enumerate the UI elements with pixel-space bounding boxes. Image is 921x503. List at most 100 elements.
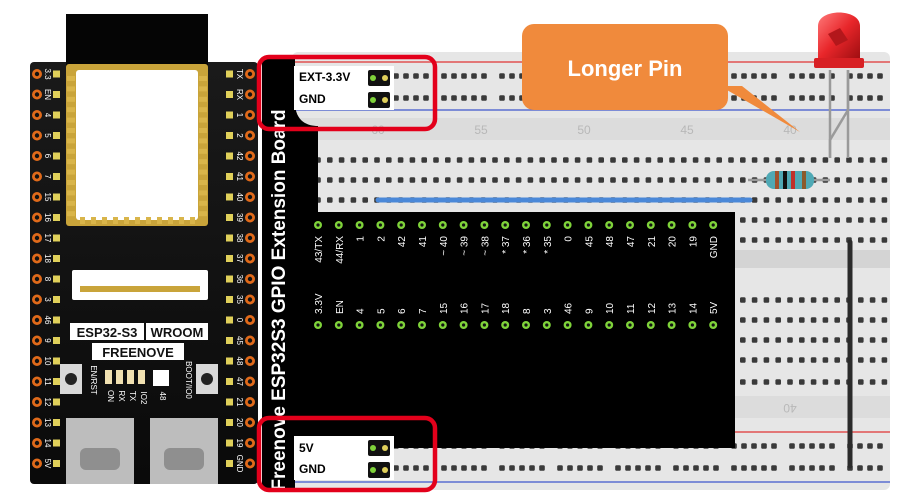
breadboard-hole[interactable] <box>799 379 805 385</box>
rail-hole[interactable] <box>567 465 573 471</box>
breadboard-hole[interactable] <box>692 157 699 163</box>
rail-hole[interactable] <box>809 73 815 79</box>
breadboard-hole[interactable] <box>810 157 817 163</box>
breadboard-hole[interactable] <box>775 237 781 243</box>
breadboard-hole[interactable] <box>810 379 817 385</box>
rail-hole[interactable] <box>829 465 835 471</box>
rail-hole[interactable] <box>481 95 487 101</box>
breadboard-hole[interactable] <box>504 157 510 163</box>
reset-button[interactable] <box>65 373 77 385</box>
breadboard-hole[interactable] <box>763 297 770 303</box>
breadboard-hole[interactable] <box>775 379 781 385</box>
breadboard-hole[interactable] <box>445 157 451 163</box>
rail-hole[interactable] <box>471 73 477 79</box>
breadboard-hole[interactable] <box>740 337 746 343</box>
breadboard-hole[interactable] <box>763 337 770 343</box>
breadboard-hole[interactable] <box>787 297 793 303</box>
breadboard-hole[interactable] <box>716 177 722 183</box>
breadboard-hole[interactable] <box>810 297 817 303</box>
rail-hole[interactable] <box>819 443 825 449</box>
breadboard-hole[interactable] <box>397 157 404 163</box>
breadboard-hole[interactable] <box>574 157 581 163</box>
breadboard-hole[interactable] <box>515 177 522 183</box>
breadboard-hole[interactable] <box>787 317 793 323</box>
breadboard-hole[interactable] <box>669 157 675 163</box>
breadboard-hole[interactable] <box>775 197 781 203</box>
breadboard-hole[interactable] <box>763 157 770 163</box>
rail-hole[interactable] <box>877 465 883 471</box>
breadboard-hole[interactable] <box>858 337 864 343</box>
rail-hole[interactable] <box>751 443 757 449</box>
breadboard-hole[interactable] <box>468 177 475 183</box>
breadboard-hole[interactable] <box>338 197 345 203</box>
rail-hole[interactable] <box>471 465 477 471</box>
breadboard-hole[interactable] <box>763 237 770 243</box>
rail-hole[interactable] <box>809 465 815 471</box>
rail-hole[interactable] <box>423 465 429 471</box>
breadboard-hole[interactable] <box>834 157 840 163</box>
rail-hole[interactable] <box>423 95 429 101</box>
rail-hole[interactable] <box>761 73 767 79</box>
breadboard-hole[interactable] <box>799 237 805 243</box>
breadboard-hole[interactable] <box>704 157 711 163</box>
rail-hole[interactable] <box>857 73 863 79</box>
rail-hole[interactable] <box>509 95 515 101</box>
breadboard-hole[interactable] <box>881 217 888 223</box>
rail-hole[interactable] <box>799 95 805 101</box>
rail-hole[interactable] <box>403 465 409 471</box>
breadboard-hole[interactable] <box>858 379 864 385</box>
breadboard-hole[interactable] <box>846 157 852 163</box>
breadboard-hole[interactable] <box>869 317 876 323</box>
breadboard-hole[interactable] <box>822 317 829 323</box>
breadboard-hole[interactable] <box>327 197 333 203</box>
breadboard-hole[interactable] <box>881 337 888 343</box>
rail-hole[interactable] <box>731 73 737 79</box>
breadboard-hole[interactable] <box>751 297 758 303</box>
breadboard-hole[interactable] <box>468 157 475 163</box>
breadboard-hole[interactable] <box>433 177 439 183</box>
breadboard-hole[interactable] <box>704 177 711 183</box>
breadboard-hole[interactable] <box>787 337 793 343</box>
rail-hole[interactable] <box>393 465 399 471</box>
breadboard-hole[interactable] <box>869 197 876 203</box>
boot-button[interactable] <box>201 373 213 385</box>
rail-hole[interactable] <box>819 465 825 471</box>
rail-hole[interactable] <box>867 95 873 101</box>
breadboard-hole[interactable] <box>610 157 616 163</box>
breadboard-hole[interactable] <box>881 297 888 303</box>
rail-hole[interactable] <box>481 465 487 471</box>
breadboard-hole[interactable] <box>740 317 746 323</box>
breadboard-hole[interactable] <box>775 217 781 223</box>
breadboard-hole[interactable] <box>799 197 805 203</box>
breadboard-hole[interactable] <box>338 177 345 183</box>
breadboard-hole[interactable] <box>834 197 840 203</box>
breadboard-hole[interactable] <box>751 357 758 363</box>
breadboard-hole[interactable] <box>740 297 746 303</box>
rail-hole[interactable] <box>519 465 525 471</box>
rail-hole[interactable] <box>597 465 603 471</box>
breadboard-hole[interactable] <box>598 177 604 183</box>
breadboard-hole[interactable] <box>374 157 380 163</box>
breadboard-hole[interactable] <box>775 337 781 343</box>
power-pin[interactable] <box>382 467 388 473</box>
breadboard-hole[interactable] <box>787 197 793 203</box>
breadboard-hole[interactable] <box>751 379 758 385</box>
breadboard-hole[interactable] <box>881 379 888 385</box>
rail-hole[interactable] <box>403 73 409 79</box>
breadboard-hole[interactable] <box>822 357 829 363</box>
breadboard-hole[interactable] <box>586 157 593 163</box>
power-pin[interactable] <box>382 97 388 103</box>
breadboard-hole[interactable] <box>787 237 793 243</box>
breadboard-hole[interactable] <box>763 217 770 223</box>
rail-hole[interactable] <box>539 465 545 471</box>
breadboard-hole[interactable] <box>799 297 805 303</box>
breadboard-hole[interactable] <box>763 317 770 323</box>
breadboard-hole[interactable] <box>751 197 758 203</box>
breadboard-hole[interactable] <box>751 157 758 163</box>
rail-hole[interactable] <box>771 443 777 449</box>
power-pin[interactable] <box>382 75 388 81</box>
breadboard-hole[interactable] <box>669 177 675 183</box>
breadboard-hole[interactable] <box>869 157 876 163</box>
rail-hole[interactable] <box>789 443 795 449</box>
breadboard-hole[interactable] <box>810 337 817 343</box>
